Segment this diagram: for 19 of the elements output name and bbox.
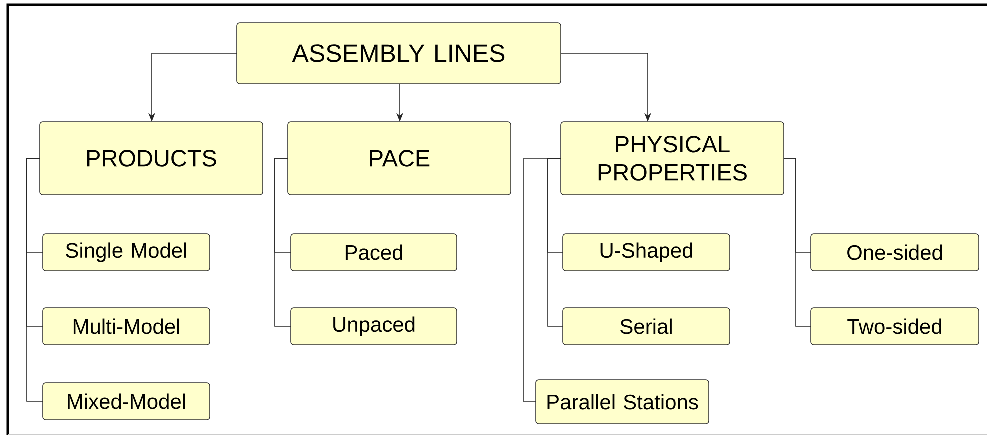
connector-line: [548, 158, 564, 327]
leaf-box: One-sided: [810, 234, 980, 272]
leaf-box: Two-sided: [810, 308, 980, 346]
connector-line: [524, 158, 562, 402]
leaf-box: U-Shaped: [562, 234, 730, 272]
category-box: PRODUCTS: [40, 122, 264, 196]
connector-line: [274, 158, 292, 327]
leaf-box: Parallel Stations: [536, 380, 710, 424]
leaf-box: Serial: [562, 308, 730, 346]
leaf-box: Mixed-Model: [42, 382, 210, 420]
leaf-box: Single Model: [42, 234, 210, 272]
connector-line: [26, 158, 44, 402]
root-box: ASSEMBLY LINES: [236, 22, 562, 84]
connector-line: [784, 158, 812, 327]
leaf-box: Multi-Model: [42, 308, 210, 346]
leaf-box: Unpaced: [290, 308, 458, 346]
category-box: PACE: [288, 122, 512, 196]
leaf-box: Paced: [290, 234, 458, 272]
category-box: PHYSICAL PROPERTIES: [560, 122, 784, 196]
